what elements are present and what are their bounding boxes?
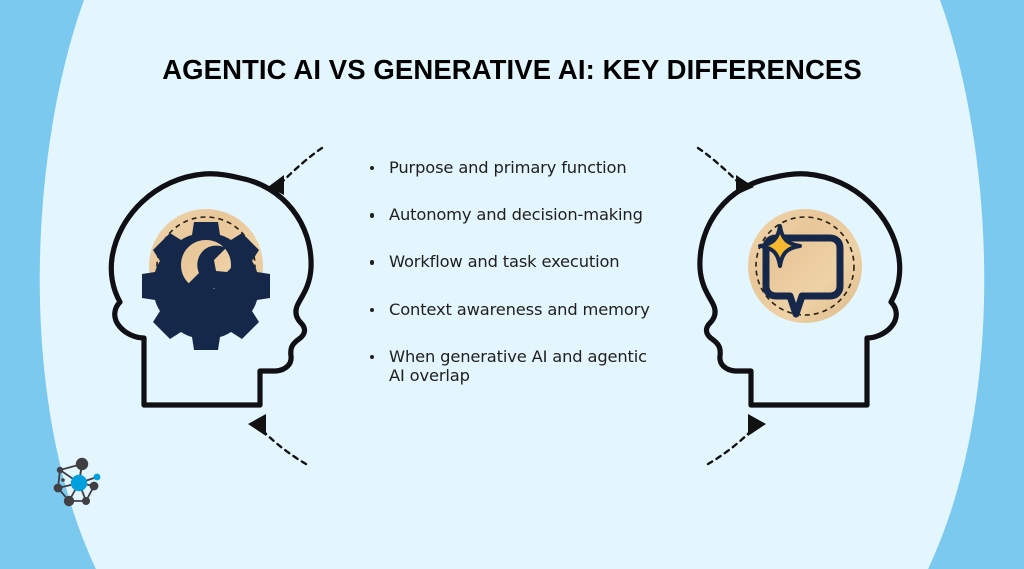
logo-nodes	[53, 457, 99, 507]
sparkle-star-icon	[758, 224, 802, 268]
arrow-top-left-head	[268, 175, 284, 195]
list-item-label: Workflow and task execution	[389, 252, 620, 272]
arrow-bottom-right-head	[748, 414, 766, 436]
head-outline-right	[697, 171, 903, 408]
arrow-bottom-right	[706, 414, 766, 466]
bullet-dot-icon	[370, 166, 375, 171]
arrow-bottom-right-tail	[706, 428, 754, 466]
left-accent-arc	[0, 0, 96, 569]
arrow-top-left-tail	[278, 146, 324, 186]
arrow-top-left	[268, 146, 324, 195]
list-item-label: Context awareness and memory	[389, 299, 650, 319]
head-outline-left	[108, 171, 314, 408]
arrow-bottom-left-tail	[260, 428, 308, 466]
bullet-dot-icon	[370, 260, 375, 265]
list-item-label: Purpose and primary function	[389, 158, 627, 177]
arrow-bottom-left-head	[248, 414, 266, 436]
list-item-label: When generative AI and agentic AI overla…	[389, 346, 647, 386]
arrow-bottom-left	[248, 414, 308, 466]
arrow-top-right-tail	[696, 146, 742, 186]
list-item: Purpose and primary function	[366, 158, 666, 177]
speech-bubble-sparkle-icon	[758, 224, 844, 318]
arrow-top-right-head	[736, 175, 754, 195]
right-accent-arc	[928, 0, 1024, 569]
bullet-dot-icon	[370, 213, 375, 218]
list-item: Autonomy and decision-making	[366, 205, 666, 224]
list-item: Workflow and task execution	[366, 252, 666, 271]
list-item-label: Autonomy and decision-making	[389, 205, 643, 225]
badge-dashed-border-right	[755, 216, 855, 316]
network-nodes-logo	[53, 457, 101, 507]
arrow-top-right	[696, 146, 754, 195]
generative-ai-head-illustration	[697, 171, 903, 408]
agentic-ai-head-illustration	[108, 171, 314, 408]
bullet-dot-icon	[370, 354, 375, 360]
list-item: Context awareness and memory	[366, 300, 666, 319]
gear-wrench-icon	[142, 222, 270, 350]
logo-accent-node	[70, 474, 88, 492]
list-item: When generative AI and agentic AI overla…	[366, 347, 666, 385]
key-differences-list: Purpose and primary function Autonomy an…	[366, 158, 666, 385]
center-light-ellipse	[40, 0, 984, 569]
logo-accent-node-small	[93, 473, 101, 481]
page-title: AGENTIC AI VS GENERATIVE AI: KEY DIFFERE…	[162, 54, 862, 85]
bullet-dot-icon	[370, 307, 375, 313]
